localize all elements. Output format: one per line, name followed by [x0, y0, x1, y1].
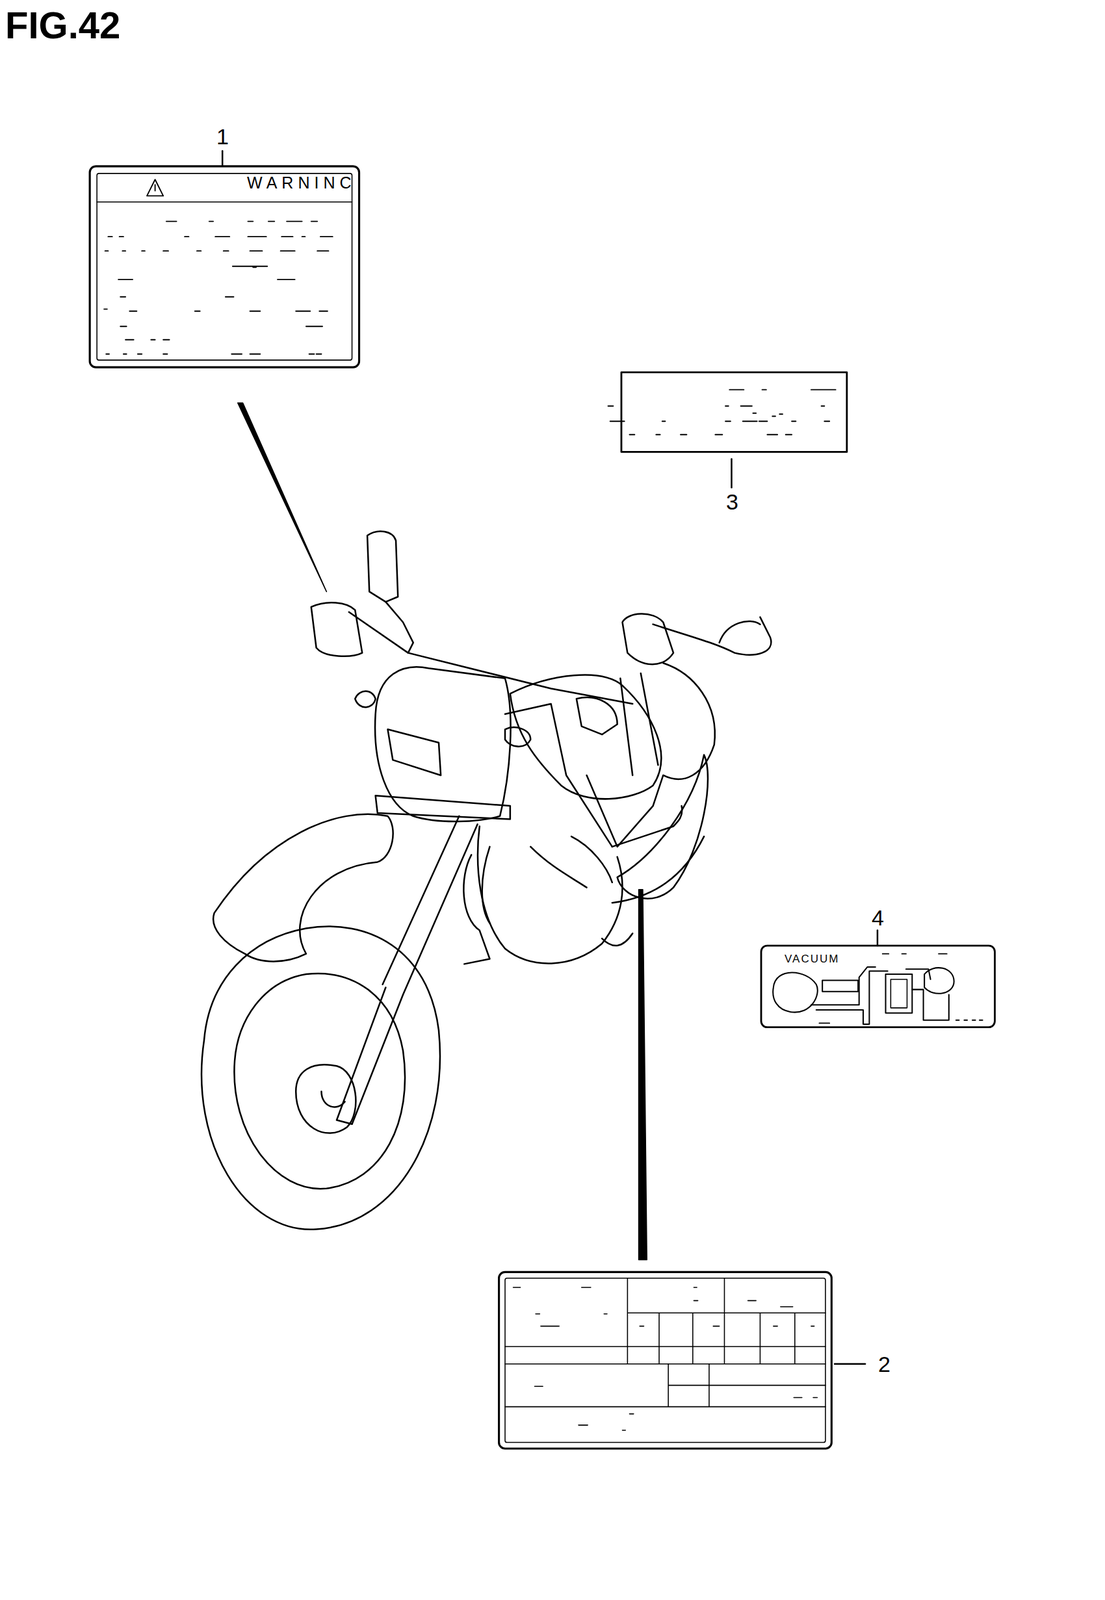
callout-number: 1	[216, 125, 229, 148]
figure-title: FIG.42	[5, 6, 121, 45]
callout-number: 2	[878, 1353, 891, 1376]
warning-heading: WARNINC	[247, 174, 357, 192]
vacuum-hose-label: VACUUM	[761, 945, 996, 1028]
callout-number: 3	[726, 490, 739, 513]
warning-label: WARNINC	[89, 166, 360, 368]
vacuum-heading: VACUUM	[784, 953, 840, 965]
callout-number: 4	[871, 906, 884, 929]
